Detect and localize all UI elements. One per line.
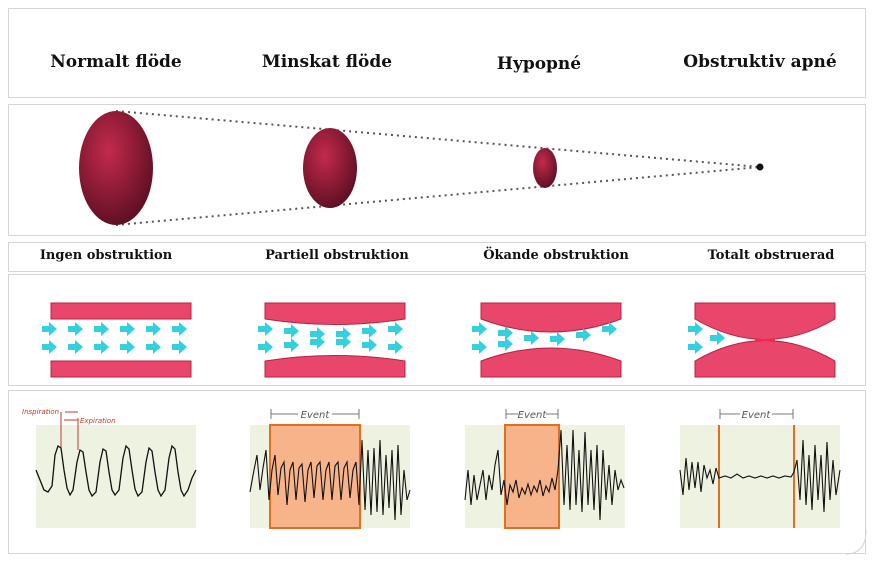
header-band — [8, 8, 866, 98]
airway-closed — [688, 302, 836, 378]
point-apnea — [756, 163, 764, 171]
header-hypopnea: Hypopné — [496, 54, 582, 74]
header-normal-flow: Normalt flöde — [50, 52, 182, 72]
obstruction-header-band — [8, 242, 866, 272]
event-label-4: Event — [742, 410, 772, 421]
header-no-obstruction: Ingen obstruktion — [39, 248, 173, 263]
event-region-3 — [504, 424, 560, 529]
inspiration-label: Inspiration — [22, 408, 59, 416]
waveform-reduced — [249, 439, 411, 521]
waveform-normal — [35, 444, 197, 498]
waveform-bg-1 — [36, 425, 196, 528]
header-totally-obstructed: Totalt obstruerad — [707, 248, 835, 263]
header-partial-obstruction: Partiell obstruktion — [265, 248, 409, 263]
header-increasing-obstruction: Ökande obstruktion — [483, 248, 629, 263]
airway-increasing — [472, 302, 622, 378]
waveform-apnea — [679, 439, 841, 513]
expiration-label: Expiration — [80, 417, 116, 425]
header-obstructive-apnea: Obstruktiv apné — [683, 52, 837, 72]
event-label-2: Event — [301, 410, 331, 421]
ellipse-reduced-flow — [303, 128, 357, 208]
event-label-3: Event — [518, 410, 548, 421]
ellipse-normal-flow — [79, 111, 153, 225]
airway-partial — [258, 302, 406, 378]
ellipse-hypopnea — [533, 148, 557, 188]
airway-open — [42, 302, 192, 378]
header-reduced-flow: Minskat flöde — [261, 52, 393, 72]
waveform-hypopnea — [464, 429, 625, 521]
